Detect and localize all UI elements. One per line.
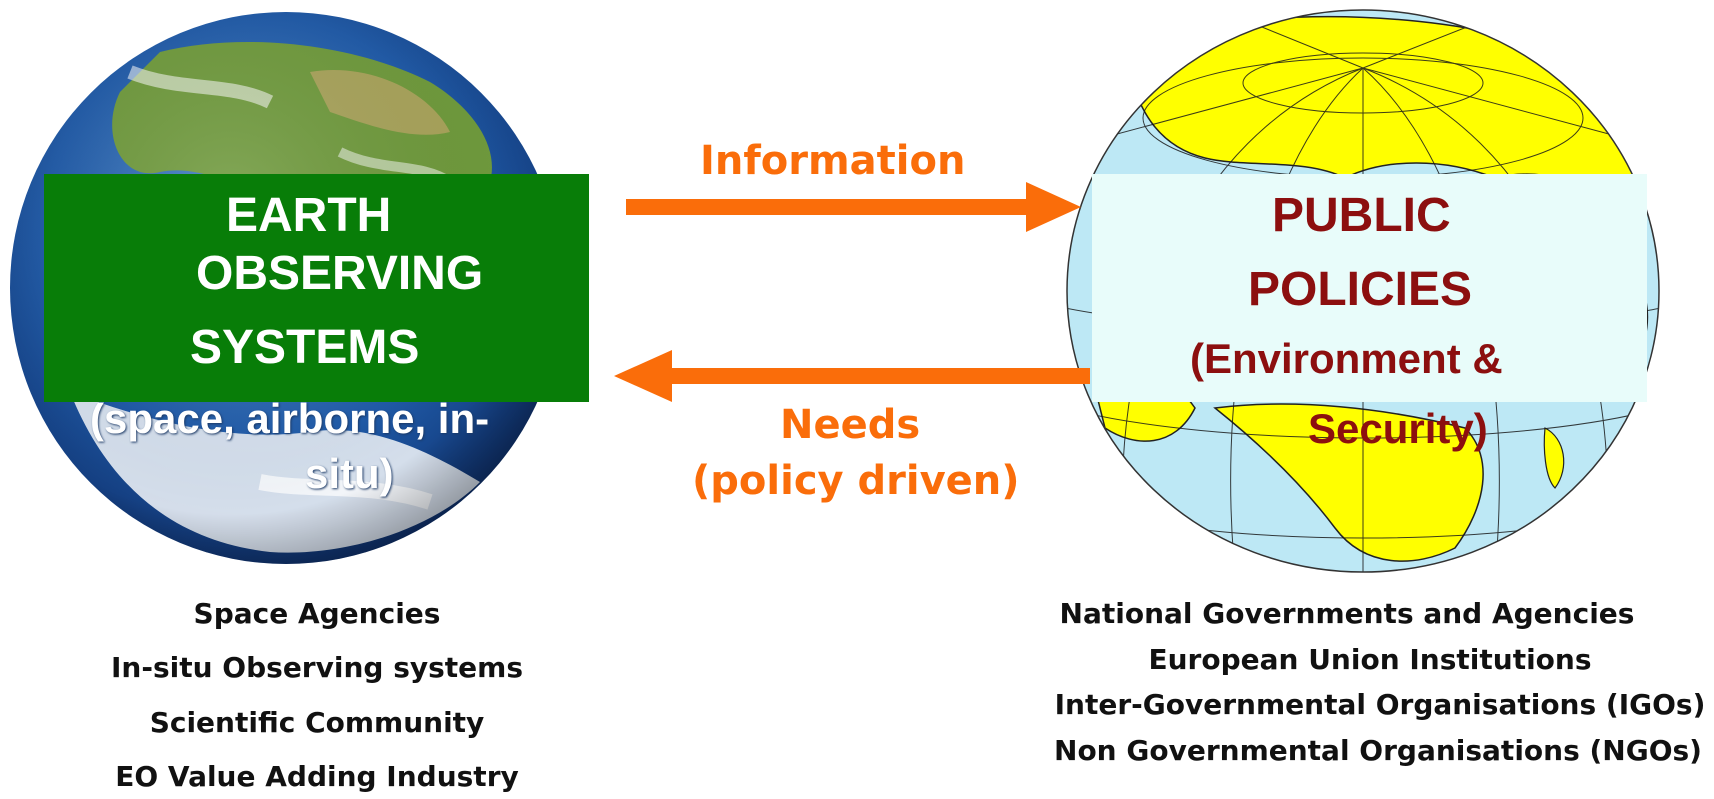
pp-title-line-4: Security) <box>1308 405 1488 452</box>
information-arrow <box>626 182 1081 232</box>
list-item: In-situ Observing systems <box>111 651 523 684</box>
world-map-globe-image <box>1066 9 1660 573</box>
list-item: Non Governmental Organisations (NGOs) <box>1054 734 1702 767</box>
earth-observing-systems-box <box>44 174 589 402</box>
eos-subtitle-line-2: situ) <box>305 450 394 497</box>
pp-title-line-2: POLICIES <box>1248 263 1473 316</box>
eos-title-line-3: SYSTEMS <box>190 321 420 374</box>
eos-subtitle-line-1: (space, airborne, in- <box>90 395 490 442</box>
needs-label: Needs <box>780 402 921 448</box>
information-label: Information <box>700 138 966 184</box>
eos-title-line-1: EARTH <box>226 189 392 242</box>
list-item: Inter-Governmental Organisations (IGOs) <box>1054 688 1706 721</box>
list-item: EO Value Adding Industry <box>115 760 519 793</box>
needs-arrow <box>614 350 1090 402</box>
public-policies-box <box>1092 174 1647 402</box>
needs-sub-label: (policy driven) <box>692 458 1020 504</box>
list-item: National Governments and Agencies <box>1059 597 1635 630</box>
pp-title-line-3: (Environment & <box>1190 335 1503 382</box>
eos-title-line-2: OBSERVING <box>196 247 484 300</box>
list-item: Scientific Community <box>149 706 485 739</box>
list-item: European Union Institutions <box>1148 643 1592 676</box>
list-item: Space Agencies <box>193 597 441 630</box>
pp-title-line-1: PUBLIC <box>1272 189 1451 242</box>
